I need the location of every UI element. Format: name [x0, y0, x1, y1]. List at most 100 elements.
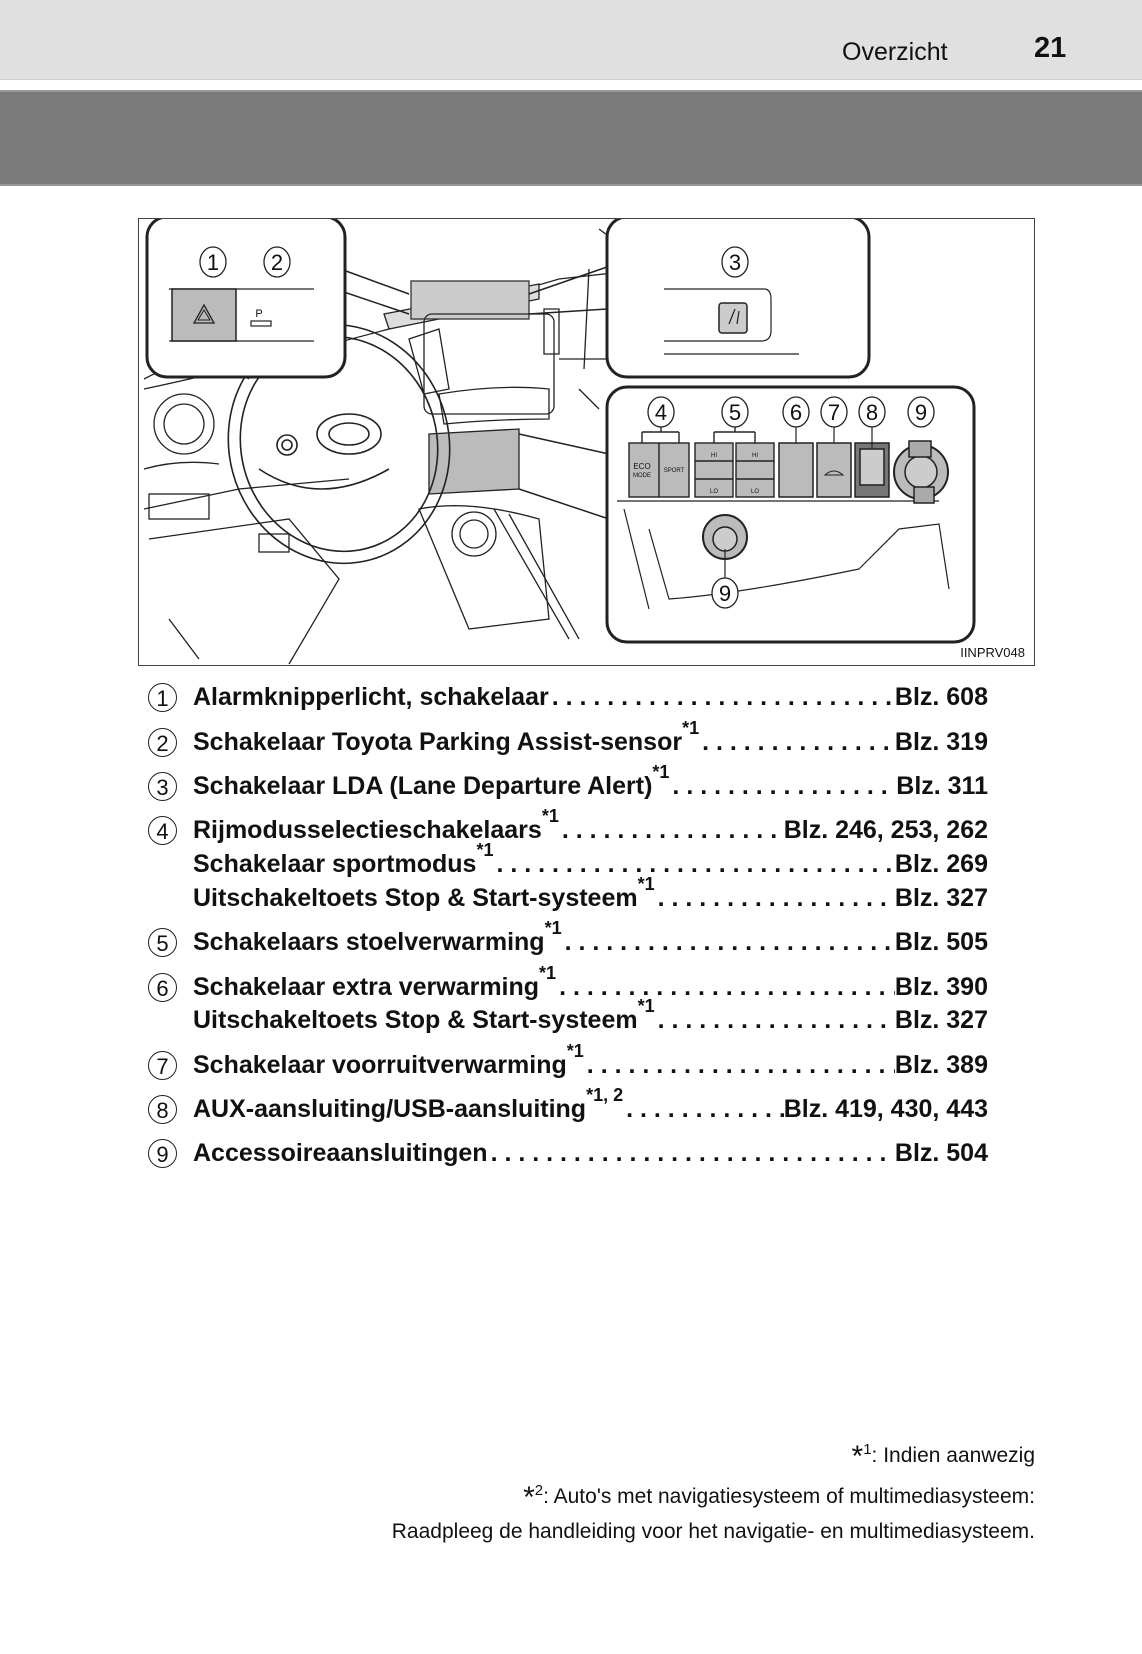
leader-dots — [623, 1095, 784, 1124]
leader-dots — [584, 1051, 895, 1080]
mode-label: MODE — [633, 473, 651, 479]
item-label: Accessoireaansluitingen — [193, 1139, 488, 1167]
item-number: 8 — [148, 1095, 177, 1124]
steering-wheel — [227, 323, 451, 565]
leader-dots — [669, 772, 896, 801]
item-label: Schakelaar voorruitverwarming — [193, 1051, 567, 1079]
item-label: AUX-aansluiting/USB-aansluiting — [193, 1095, 587, 1123]
figure-id: IINPRV048 — [960, 645, 1025, 660]
item-page-ref: Blz. 390 — [894, 973, 988, 1001]
callout-7: 7 — [828, 400, 840, 425]
item-label: Schakelaar extra verwarming — [193, 973, 540, 1001]
item-label: Uitschakeltoets Stop & Start-systeem — [193, 884, 638, 912]
leader-dots — [559, 816, 784, 845]
item-footnote-mark: *1, 2 — [586, 1085, 624, 1105]
callout-1: 1 — [207, 250, 219, 275]
header-band — [0, 0, 1142, 80]
list-item: Uitschakeltoets Stop & Start-systeem*1Bl… — [148, 996, 988, 1036]
switch-extra-heater — [778, 442, 814, 498]
item-footnote-mark: *1 — [541, 806, 559, 826]
callout-circles — [199, 246, 935, 609]
item-page-ref: Blz. 319 — [894, 728, 988, 756]
item-label: Alarmknipperlicht, schakelaar — [193, 683, 549, 711]
item-number: 6 — [148, 973, 177, 1002]
item-page-ref: Blz. 327 — [894, 1006, 988, 1034]
item-footnote-mark: *1 — [539, 963, 557, 983]
item-footnote-mark: *1 — [652, 762, 670, 782]
item-page-ref: Blz. 246, 253, 262 — [783, 816, 988, 844]
leader-dots — [655, 1006, 895, 1035]
footnote-text: : Indien aanwezig — [871, 1444, 1035, 1467]
callout-4: 4 — [655, 400, 667, 425]
item-label: Rijmodusselectieschakelaars — [193, 816, 542, 844]
switch-seat-heaters — [694, 424, 775, 498]
header-dark-band — [0, 90, 1142, 186]
item-number: 7 — [148, 1051, 177, 1080]
switch-eco-sport — [628, 424, 690, 498]
item-number: 1 — [148, 683, 177, 712]
dashboard-lines — [143, 228, 740, 665]
hi-label-left: HI — [711, 453, 717, 459]
item-label: Schakelaar sportmodus — [193, 850, 477, 878]
footnote-number: 1 — [863, 1441, 872, 1458]
item-footnote-mark: *1 — [544, 918, 562, 938]
item-label: Schakelaar Toyota Parking Assist-sensor — [193, 728, 683, 756]
callout-9: 9 — [915, 400, 927, 425]
item-number: 9 — [148, 1139, 177, 1168]
item-page-ref: Blz. 311 — [896, 772, 988, 800]
dashboard-illustration: 1 2 3 4 5 6 7 8 9 9 P ECO MODE SPORT HI … — [138, 218, 1035, 666]
leader-dots — [556, 973, 895, 1002]
section-title: Overzicht — [842, 38, 948, 66]
item-label: Schakelaar LDA (Lane Departure Alert) — [193, 772, 653, 800]
item-number: 4 — [148, 816, 177, 845]
leader-line-bottom — [518, 433, 610, 520]
inset-center-switches — [605, 385, 976, 644]
list-item: 9 Accessoireaansluitingen Blz. 504 — [148, 1139, 988, 1169]
leader-dots — [655, 884, 895, 913]
callout-3: 3 — [729, 250, 741, 275]
list-item: Uitschakeltoets Stop & Start-systeem*1Bl… — [148, 875, 988, 914]
list-item: 7 Schakelaar voorruitverwarming*1Blz. 389 — [148, 1041, 988, 1081]
switch-windshield-heater — [816, 442, 852, 498]
leader-dots — [562, 928, 895, 957]
item-footnote-mark: *1 — [566, 1041, 584, 1061]
item-page-ref: Blz. 505 — [894, 928, 988, 956]
list-item: Schakelaar sportmodus*1Blz. 269 — [148, 841, 988, 880]
item-page-ref: Blz. 269 — [894, 850, 988, 878]
lo-label-right: LO — [751, 489, 759, 495]
footnote-2-line-2: Raadpleeg de handleiding voor het naviga… — [391, 1520, 1035, 1543]
item-label: Schakelaars stoelverwarming — [193, 928, 545, 956]
item-number: 3 — [148, 772, 177, 801]
callout-6: 6 — [790, 400, 802, 425]
footnote-2: *2: Auto's met navigatiesysteem of multi… — [523, 1481, 1035, 1515]
item-page-ref: Blz. 504 — [894, 1139, 988, 1167]
inset-lda — [605, 219, 871, 379]
item-label: Uitschakeltoets Stop & Start-systeem — [193, 1006, 638, 1034]
callout-numbers: 1 2 3 4 5 6 7 8 9 9 P ECO MODE SPORT HI … — [207, 250, 927, 606]
item-footnote-mark: *1 — [682, 718, 700, 738]
leader-line-top-right — [528, 266, 608, 315]
callout-5: 5 — [729, 400, 741, 425]
item-page-ref: Blz. 327 — [894, 884, 988, 912]
callout-2: 2 — [271, 250, 283, 275]
item-page-ref: Blz. 389 — [894, 1051, 988, 1079]
page-number: 21 — [1034, 32, 1067, 64]
inset-hazard-parking — [145, 219, 347, 379]
sport-label: SPORT — [664, 468, 685, 474]
eco-label: ECO — [633, 462, 650, 471]
hi-label-right: HI — [752, 453, 758, 459]
leader-dots — [699, 728, 895, 757]
item-footnote-mark: *1 — [637, 996, 655, 1016]
leader-dots — [549, 683, 895, 712]
park-label: P — [255, 308, 262, 320]
footnote-text: : Auto's met navigatiesysteem of multime… — [543, 1485, 1035, 1508]
list-item: 6 Schakelaar extra verwarming*1Blz. 390 — [148, 963, 988, 1003]
leader-line-top-left — [334, 266, 410, 315]
list-item: 4 Rijmodusselectieschakelaars*1Blz. 246, … — [148, 806, 988, 846]
footnote-number: 2 — [534, 1482, 544, 1499]
leader-dots — [493, 850, 894, 879]
